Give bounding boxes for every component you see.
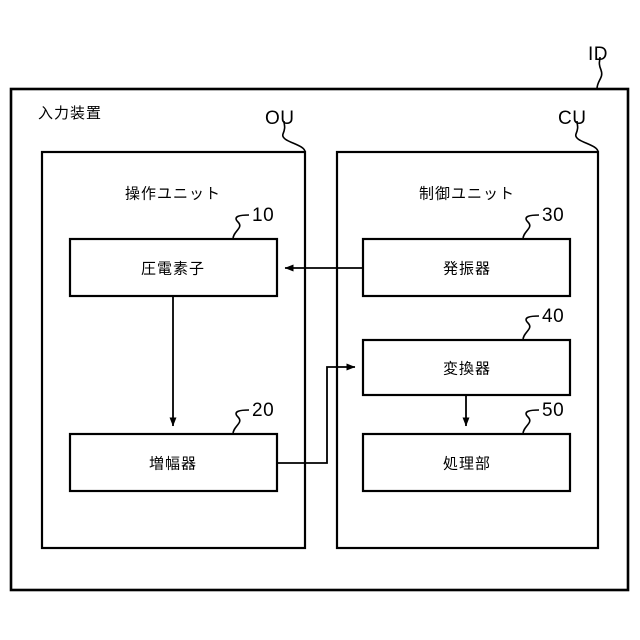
block-30-rect bbox=[361, 237, 572, 298]
operation-unit-title: 操作ユニット bbox=[124, 185, 222, 203]
block-20-rect bbox=[68, 432, 279, 493]
block-10-rect bbox=[68, 237, 279, 298]
ref-num-50: 50 bbox=[542, 400, 565, 421]
block-10-label: 圧電素子 bbox=[140, 260, 206, 278]
block-50-label: 処理部 bbox=[442, 455, 492, 473]
outer-device-title: 入力装置 bbox=[38, 105, 103, 122]
ref-tag-CU: CU bbox=[558, 108, 587, 129]
block-30-label: 発振器 bbox=[442, 260, 492, 278]
ref-num-30: 30 bbox=[542, 205, 565, 226]
leader-line-20 bbox=[232, 409, 250, 435]
control-unit-frame bbox=[335, 150, 600, 550]
leader-line-ID bbox=[596, 56, 603, 90]
ref-tag-OU: OU bbox=[265, 108, 295, 129]
ref-num-40: 40 bbox=[542, 306, 565, 327]
control-unit-title: 制御ユニット bbox=[418, 185, 516, 203]
leader-line-40 bbox=[522, 315, 540, 341]
block-50-rect bbox=[361, 432, 572, 493]
ref-tag-ID: ID bbox=[588, 44, 608, 65]
connection-20-to-40 bbox=[277, 363, 356, 464]
block-20-label: 増幅器 bbox=[148, 455, 198, 473]
leader-line-CU bbox=[575, 120, 599, 153]
block-40-rect bbox=[361, 338, 572, 397]
leader-line-30 bbox=[522, 214, 540, 240]
block-40-label: 変換器 bbox=[442, 360, 492, 378]
ref-num-20: 20 bbox=[252, 400, 275, 421]
ref-num-10: 10 bbox=[252, 205, 275, 226]
outer-device-frame bbox=[9, 87, 630, 592]
leader-line-OU bbox=[282, 120, 306, 153]
leader-line-50 bbox=[522, 409, 540, 435]
leader-line-10 bbox=[232, 214, 250, 240]
operation-unit-frame bbox=[40, 150, 307, 550]
